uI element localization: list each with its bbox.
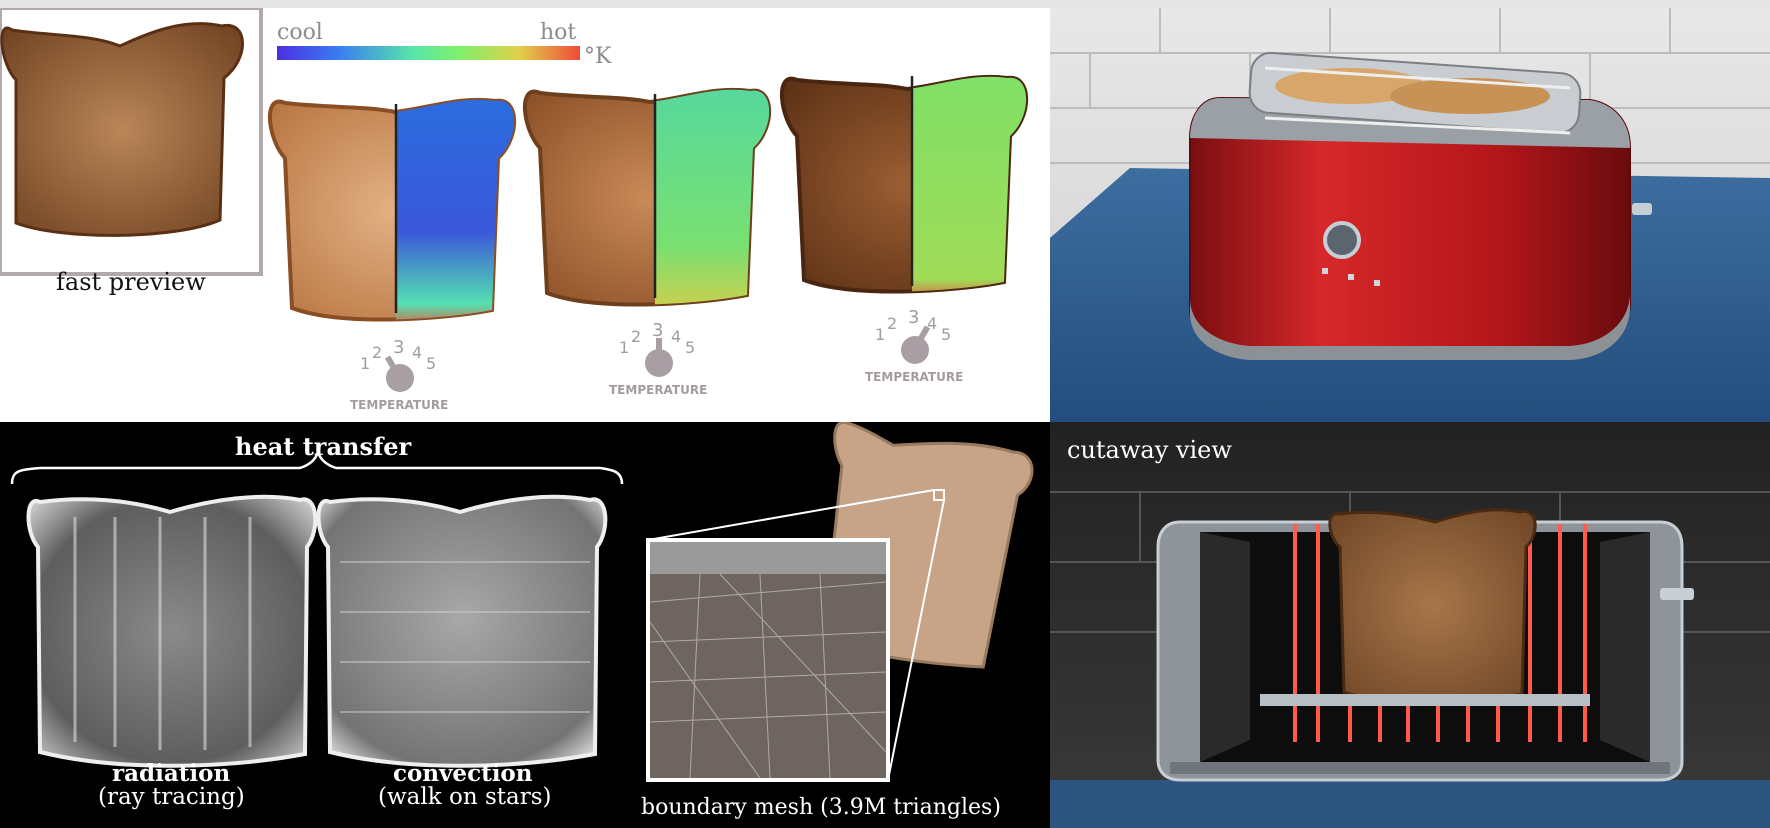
cutaway-render [1050, 422, 1770, 828]
dial-number: 5 [685, 338, 696, 357]
convection-subtitle: (walk on stars) [378, 784, 552, 810]
temperature-label: TEMPERATURE [350, 398, 449, 412]
temperature-label: TEMPERATURE [609, 383, 708, 397]
toast-level-3 [523, 87, 772, 307]
dial-number: 4 [927, 314, 938, 333]
colorbar-high-label: hot [540, 20, 577, 45]
dial-number: 2 [631, 327, 642, 346]
convection-slice [316, 494, 608, 768]
convection-title: convection [393, 760, 533, 787]
temperature-colorbar [277, 46, 580, 60]
boundary-mesh-caption: boundary mesh (3.9M triangles) [641, 795, 1001, 820]
cutaway-toast [1328, 508, 1537, 704]
dial-number: 5 [426, 354, 437, 373]
temperature-label: TEMPERATURE [865, 370, 964, 384]
dial-number: 2 [372, 343, 383, 362]
dial-number: 3 [393, 337, 405, 358]
top-strip [0, 0, 1770, 8]
dial-number: 1 [875, 325, 886, 344]
heat-map-overlay [912, 76, 1027, 292]
heat-transfer-panel [0, 422, 1050, 828]
toasting-levels-panel [0, 8, 1029, 392]
heat-transfer-brace [10, 448, 624, 485]
heat-map-overlay [396, 99, 515, 320]
temperature-dial [645, 338, 673, 377]
zoom-region-marker [933, 489, 945, 501]
fast-preview-toast [0, 22, 244, 237]
dial-number: 4 [671, 327, 682, 346]
dial-number: 5 [941, 325, 952, 344]
dial-number: 3 [908, 307, 920, 328]
cutaway-label: cutaway view [1067, 436, 1232, 464]
heat-transfer-title: heat transfer [235, 432, 412, 461]
dial-number: 1 [619, 338, 630, 357]
temperature-dial [384, 355, 414, 392]
radiation-slice [26, 494, 318, 768]
heat-map-overlay [655, 89, 770, 305]
colorbar-low-label: cool [277, 20, 323, 45]
toaster-render [1050, 8, 1770, 422]
dial-number: 4 [412, 343, 423, 362]
toast-level-5 [780, 74, 1029, 294]
dial-number: 3 [652, 320, 664, 341]
dial-number: 2 [887, 314, 898, 333]
temperature-dial [901, 325, 931, 364]
toast-level-1 [268, 97, 517, 322]
colorbar-unit-label: °K [584, 44, 612, 69]
fast-preview-label: fast preview [56, 268, 206, 296]
radiation-title: radiation [112, 760, 231, 787]
radiation-subtitle: (ray tracing) [98, 784, 245, 810]
dial-number: 1 [360, 354, 371, 373]
